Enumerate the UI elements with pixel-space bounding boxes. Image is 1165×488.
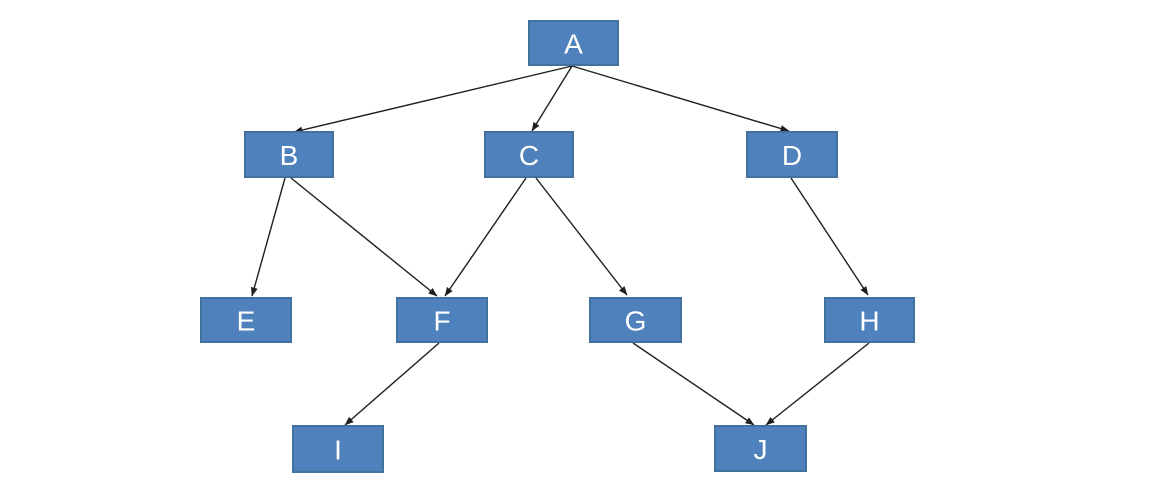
edge-A-D: [571, 65, 790, 132]
node-C[interactable]: C: [484, 131, 574, 178]
node-box: [528, 20, 619, 66]
edge-B-E: [250, 177, 286, 297]
edge-A-B: [293, 65, 573, 134]
node-label: G: [625, 306, 647, 337]
node-G[interactable]: G: [589, 297, 682, 343]
node-J[interactable]: J: [714, 425, 807, 472]
node-box: [746, 131, 838, 178]
edge-B-F: [290, 177, 438, 297]
node-label: D: [782, 140, 802, 171]
node-box: [244, 131, 334, 178]
edge-A-C: [531, 65, 573, 132]
node-label: F: [433, 306, 450, 337]
node-label: C: [519, 140, 539, 171]
node-label: J: [754, 434, 768, 465]
node-I[interactable]: I: [292, 425, 384, 473]
edge-G-J: [632, 342, 755, 426]
node-label: I: [334, 435, 342, 466]
node-E[interactable]: E: [200, 297, 292, 343]
node-box: [714, 425, 807, 472]
edge-H-J: [765, 342, 870, 426]
node-label: A: [564, 29, 583, 60]
node-box: [396, 297, 488, 343]
node-H[interactable]: H: [824, 297, 915, 343]
nodes-layer: A B C D E F G H I J: [200, 20, 915, 473]
edges-layer: [250, 65, 870, 426]
edge-C-F: [444, 177, 527, 297]
node-A[interactable]: A: [528, 20, 619, 66]
node-B[interactable]: B: [244, 131, 334, 178]
node-label: E: [237, 306, 256, 337]
edge-F-I: [344, 342, 440, 426]
node-box: [200, 297, 292, 343]
node-label: B: [280, 140, 299, 171]
node-box: [484, 131, 574, 178]
edge-D-H: [790, 177, 869, 296]
node-box: [824, 297, 915, 343]
node-D[interactable]: D: [746, 131, 838, 178]
node-label: H: [859, 306, 879, 337]
edge-C-G: [535, 177, 628, 296]
node-box: [292, 425, 384, 473]
node-F[interactable]: F: [396, 297, 488, 343]
node-box: [589, 297, 682, 343]
